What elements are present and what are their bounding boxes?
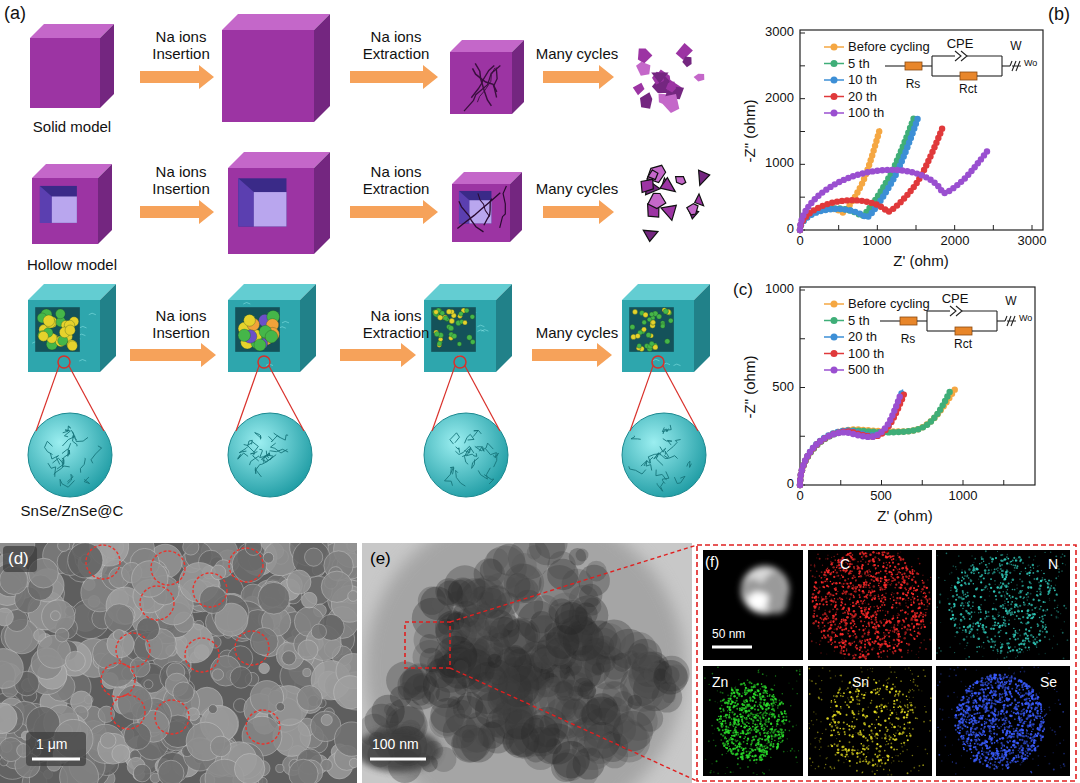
figure: Before cycling5 th10 th20 th100 thBefore…: [0, 0, 1080, 783]
